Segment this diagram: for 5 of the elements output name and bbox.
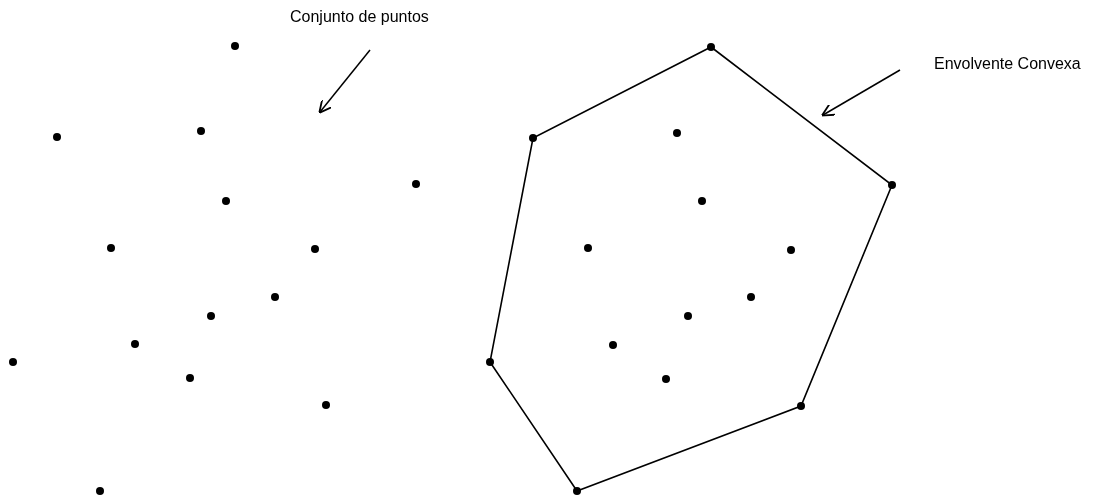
- convex-hull-polygon: [489, 46, 893, 492]
- callout-label: Conjunto de puntos: [290, 8, 429, 26]
- callout-label: Envolvente Convexa: [934, 55, 1081, 73]
- leader-arrow: [821, 69, 901, 117]
- leader-arrow: [318, 49, 371, 114]
